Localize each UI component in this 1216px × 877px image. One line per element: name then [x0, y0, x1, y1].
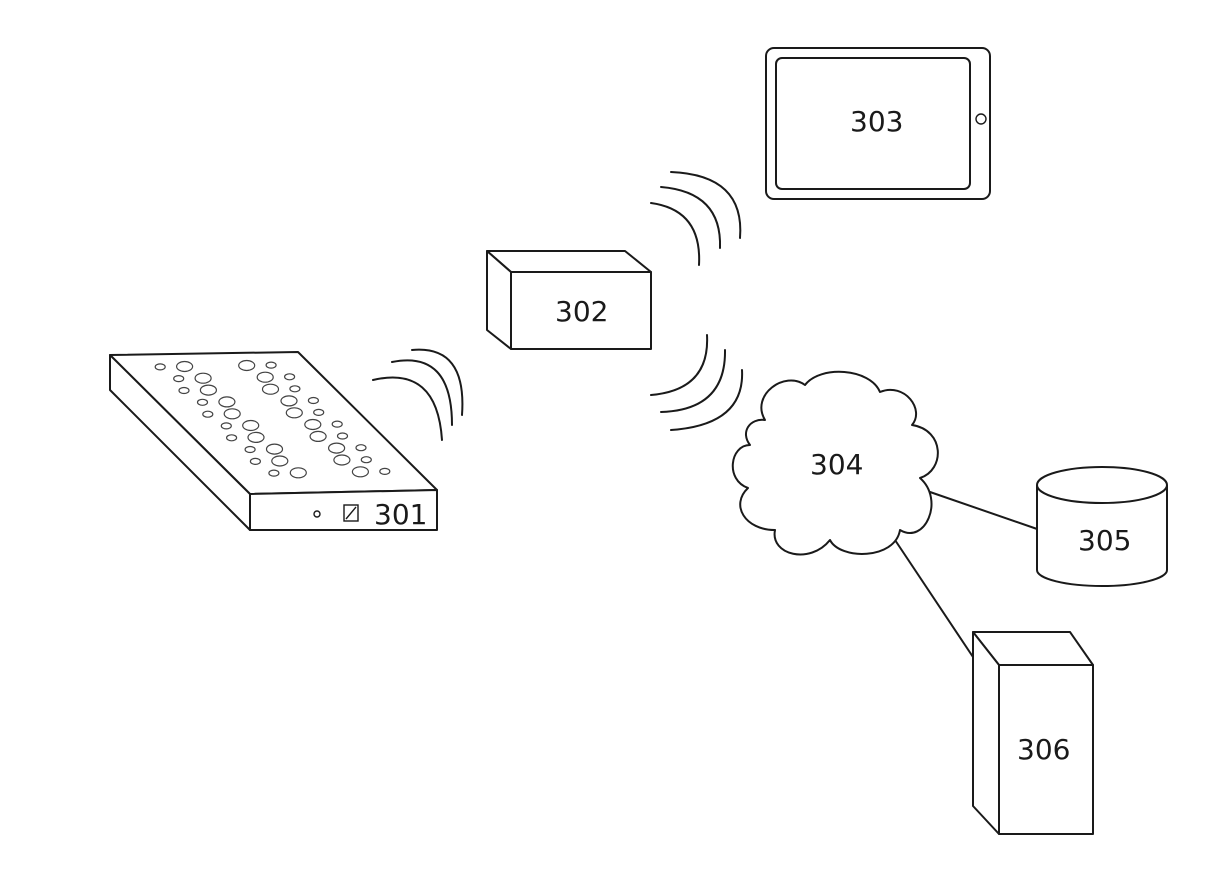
link-cloud-server [894, 539, 976, 661]
perforation-hole [199, 384, 217, 396]
perforation-hole [268, 469, 280, 477]
cloud-304: 304 [731, 370, 939, 556]
perforation-hole [178, 386, 190, 395]
perforated-device-icon [109, 351, 438, 531]
device-indicator-light [313, 510, 321, 518]
tablet-icon [765, 47, 991, 200]
perforation-hole [242, 419, 260, 432]
perforation-hole [226, 434, 238, 442]
perforation-hole [309, 430, 327, 442]
perforation-hole [307, 396, 319, 405]
perforation-hole [379, 467, 391, 475]
perforation-hole [289, 467, 307, 479]
cloud-network-icon [731, 370, 939, 556]
perforation-hole [218, 396, 236, 408]
perforation-hole [247, 431, 265, 443]
perforation-hole [202, 410, 214, 418]
server-306-label: 306 [1017, 733, 1070, 766]
perforation-hole [355, 444, 367, 452]
perforation-hole [220, 422, 232, 430]
perforation-hole [249, 457, 261, 465]
perforation-hole [223, 408, 241, 420]
cloud-304-label: 304 [810, 448, 863, 481]
device-perforations [154, 359, 391, 479]
device-port [343, 504, 359, 522]
perforation-hole [173, 375, 185, 383]
perforation-hole [333, 454, 351, 466]
perforation-hole [271, 455, 289, 467]
perforation-hole [176, 360, 194, 373]
box-302-label: 302 [555, 295, 608, 328]
database-cylinder-icon [1036, 466, 1168, 587]
wireless-signal-icon [372, 348, 464, 441]
perforation-hole [285, 407, 303, 419]
perforation-hole [196, 398, 209, 406]
perforation-hole [265, 443, 284, 455]
perforation-hole [331, 420, 343, 428]
tablet-home-button [975, 113, 987, 125]
perforation-hole [261, 383, 280, 395]
perforation-hole [244, 445, 256, 454]
link-cloud-database [929, 491, 1041, 531]
server-tower-icon [972, 631, 1094, 835]
wireless-signal-icon [650, 334, 744, 431]
server-306: 306 [972, 631, 1094, 835]
database-305: 305 [1036, 466, 1168, 587]
perforation-hole [265, 361, 277, 369]
perforation-hole [284, 373, 296, 381]
perforation-hole [313, 408, 325, 416]
perforation-hole [256, 371, 274, 383]
box-icon [486, 250, 652, 350]
tablet-303: 303 [765, 47, 991, 200]
perforation-hole [280, 395, 298, 407]
perforation-hole [351, 466, 369, 478]
perforation-hole [304, 418, 322, 431]
device-301: 301 [109, 351, 438, 531]
perforation-hole [238, 359, 256, 372]
database-305-label: 305 [1078, 524, 1131, 557]
device-301-label: 301 [374, 498, 427, 531]
perforation-hole [154, 363, 166, 371]
wireless-signal-icon [650, 171, 742, 266]
perforation-hole [194, 372, 212, 384]
perforation-hole [289, 385, 301, 393]
perforation-hole [336, 432, 349, 440]
network-links [894, 491, 1041, 661]
box-302: 302 [486, 250, 652, 350]
perforation-hole [328, 442, 346, 454]
perforation-hole [360, 456, 372, 464]
tablet-303-label: 303 [850, 105, 903, 138]
